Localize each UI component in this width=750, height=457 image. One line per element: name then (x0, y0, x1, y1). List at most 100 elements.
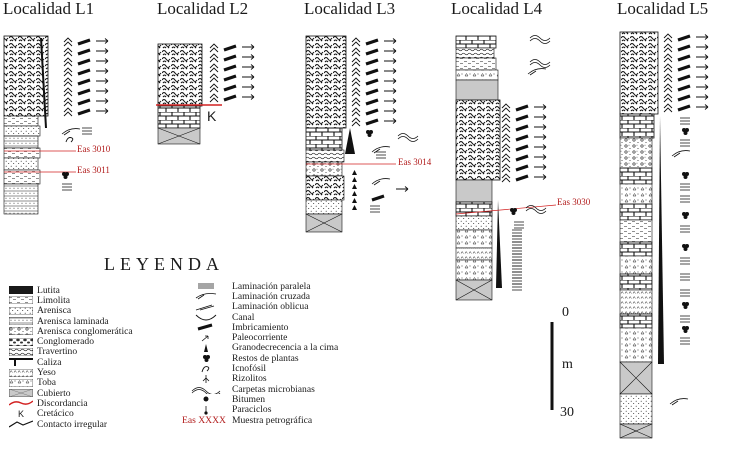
legend-lithology: Lutita Limolita Arenisca Arenisca lamina… (9, 284, 133, 430)
toba-marker-icon (352, 184, 357, 189)
fining-upward-icon (663, 83, 673, 93)
plant-remains-icon (682, 172, 686, 176)
legend-item-conglomerado: Conglomerado (9, 336, 133, 347)
paleocurrent-arrow-icon (384, 38, 397, 44)
legend-item-contacto-irregular: Contacto irregular (9, 419, 133, 430)
imbrication-icon (77, 88, 91, 96)
fining-upward-icon (209, 53, 219, 63)
legend-item-toba: Toba (9, 377, 133, 389)
scale-bottom-label: 30 (560, 405, 574, 420)
paleocurrent-arrow-icon (242, 44, 255, 50)
paleocurrent-arrow-icon (534, 144, 547, 150)
microbial-mat-icon (191, 387, 221, 395)
imbrication-icon (515, 144, 529, 152)
legend-label: Bitumen (232, 393, 266, 405)
legend-item-caliza: Caliza (9, 357, 133, 368)
parallel-lamination-icon (376, 151, 386, 159)
legend-label: Cretácico (37, 408, 74, 420)
imbrication-icon (365, 68, 379, 76)
contacto-irregular-icon (9, 420, 33, 428)
fining-upward-icon (209, 83, 219, 93)
paleocurrent-arrow-icon (534, 154, 547, 160)
legend-item-lutita: Lutita (9, 284, 133, 296)
fining-upward-icon (501, 143, 511, 153)
plant-remains-icon (685, 244, 689, 248)
parallel-lamination-icon (512, 229, 522, 237)
paleocurrent-arrow-icon (384, 48, 397, 54)
fining-upward-icon (63, 37, 73, 47)
plant-remains-icon (682, 128, 686, 132)
parallel-lamination-icon (512, 271, 522, 279)
paleocurrent-arrow-icon (696, 74, 709, 80)
ichnofossil-icon (65, 137, 74, 143)
discordancia-line-icon (9, 400, 33, 406)
cretaceous-marker-l2: K (207, 108, 217, 124)
fining-upward-icon (351, 107, 361, 117)
plant-remains-icon (682, 212, 686, 216)
legend-label: Travertino (37, 346, 78, 358)
paleocurrent-arrow-icon (696, 34, 709, 40)
plant-remains-icon (369, 130, 373, 134)
paleocurrent-arrow-icon (96, 98, 109, 104)
imbrication-icon (365, 98, 379, 106)
legend-item-laminacion-cruzada: Laminación cruzada (188, 290, 338, 302)
fining-upward-icon (663, 43, 673, 53)
lutita-swatch (9, 286, 33, 295)
fining-upward-icon (663, 73, 673, 83)
imbrication-icon (677, 44, 691, 52)
imbrication-icon (515, 114, 529, 122)
imbrication-icon (223, 74, 237, 82)
plant-remains-icon (683, 131, 688, 135)
legend-label: Lutita (37, 284, 60, 296)
fining-upward-icon (209, 73, 219, 83)
paleocurrent-arrow-icon (96, 48, 109, 54)
parallel-lamination-icon (512, 253, 522, 261)
legend-item-travertino: Travertino (9, 346, 133, 358)
cross-lamination-icon (195, 293, 217, 300)
fining-upward-icon (351, 67, 361, 77)
parallel-lamination-icon (680, 257, 690, 265)
parallel-lamination-icon (680, 139, 690, 147)
paleocurrent-arrow-icon (534, 164, 547, 170)
sample-label-l4: Eas 3030 (557, 197, 591, 207)
imbrication-icon (197, 323, 213, 331)
legend-structures: Laminación paralela Laminación cruzada L… (182, 281, 339, 426)
imbrication-icon (223, 44, 237, 52)
paleocurrent-arrow-icon (242, 54, 255, 60)
paleocurrent-arrow-icon (534, 134, 547, 140)
legend-label: Toba (37, 377, 57, 389)
imbrication-icon (515, 104, 529, 112)
sample-label-l1-bottom: Eas 3011 (77, 165, 110, 175)
fining-upward-icon (63, 97, 73, 107)
plant-remains-icon (683, 329, 688, 333)
fining-upward-icon (63, 77, 73, 87)
parallel-lamination-icon (680, 117, 690, 125)
plant-remains-icon (62, 172, 66, 176)
paleocurrent-arrow-icon (534, 124, 547, 130)
paleocurrent-arrow-icon (96, 108, 109, 114)
imbrication-icon (515, 164, 529, 172)
legend-label: Limolita (37, 294, 71, 306)
paleocurrent-arrow-icon (696, 44, 709, 50)
legend-label: Restos de plantas (232, 352, 299, 364)
paracycle-icon (204, 405, 208, 415)
plant-remains-icon (683, 247, 688, 251)
paleocurrent-arrow-icon (384, 68, 397, 74)
legend-label: Yeso (37, 367, 56, 379)
imbrication-icon (223, 64, 237, 72)
fining-upward-icon (63, 67, 73, 77)
imbrication-icon (677, 74, 691, 82)
legend-label: Cubierto (37, 387, 71, 399)
legend-label: Arenisca conglomerática (37, 325, 133, 337)
legend-label: Granodecrecencia a la cima (232, 342, 339, 354)
yeso-swatch (9, 368, 33, 377)
legend-item-bitumen: Bitumen (188, 393, 338, 405)
legend-item-canal: Canal (188, 312, 338, 323)
paleocurrent-arrow-icon (384, 78, 397, 84)
legend-label: Laminación cruzada (232, 290, 311, 302)
imbrication-icon (77, 38, 91, 46)
fining-upward-icon (663, 103, 673, 113)
parallel-lamination-icon (512, 277, 522, 285)
plant-remains-icon (685, 302, 689, 306)
imbrication-icon (365, 118, 379, 126)
